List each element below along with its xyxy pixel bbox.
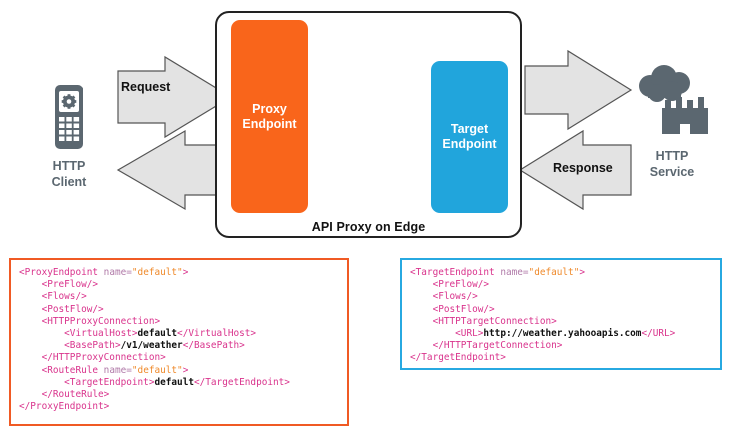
http-service-label-line2: Service	[649, 165, 695, 179]
code-token-tag: >	[182, 267, 189, 278]
code-token-plain	[19, 377, 64, 388]
code-token-plain	[19, 316, 42, 327]
code-token-tag: <ProxyEndpoint	[19, 267, 104, 278]
code-token-tag: <HTTPTargetConnection>	[432, 315, 557, 327]
code-token-txt: /v1/weather	[120, 340, 183, 352]
code-token-tag: <HTTPProxyConnection>	[41, 315, 161, 327]
code-token-plain	[410, 279, 433, 290]
code-token-tag: </TargetEndpoint>	[410, 352, 506, 364]
arrow-target-to-service-request	[524, 49, 633, 131]
code-token-plain	[410, 328, 455, 339]
http-client-label-line2: Client	[51, 175, 87, 189]
code-token-tag: <Flows/>	[432, 291, 478, 303]
code-token-tag: <TargetEndpoint	[410, 267, 501, 278]
code-token-tag: </URL>	[641, 328, 676, 340]
code-token-tag: <PreFlow/>	[41, 279, 99, 291]
proxy-endpoint-box[interactable]: Proxy Endpoint	[231, 20, 308, 213]
code-line: <ProxyEndpoint name="default">	[19, 267, 347, 279]
code-token-tag: </HTTPProxyConnection>	[41, 352, 166, 364]
http-client-label-line1: HTTP	[52, 159, 86, 173]
code-token-txt: default	[154, 376, 194, 388]
arrow-response-service-to-target	[518, 129, 632, 211]
code-token-tag: >	[579, 267, 586, 278]
cloud-factory-icon	[639, 65, 708, 134]
code-line: <HTTPTargetConnection>	[410, 316, 720, 328]
code-line: </HTTPProxyConnection>	[19, 352, 347, 364]
code-token-plain	[410, 304, 433, 315]
code-line: <Flows/>	[19, 291, 347, 303]
code-token-val: "default"	[131, 364, 183, 376]
code-token-plain	[19, 389, 42, 400]
proxy-endpoint-label-line2: Endpoint	[242, 116, 297, 131]
code-token-txt: http://weather.yahooapis.com	[483, 328, 642, 340]
code-token-tag: <Flows/>	[41, 291, 87, 303]
code-line: </ProxyEndpoint>	[19, 401, 347, 413]
code-token-val: "default"	[131, 267, 183, 278]
code-token-tag: </TargetEndpoint>	[193, 376, 290, 388]
code-line: <TargetEndpoint name="default">	[410, 267, 720, 279]
code-token-plain	[410, 340, 433, 351]
code-token-tag: <PostFlow/>	[432, 303, 495, 315]
code-token-plain	[19, 340, 64, 351]
code-token-tag: <BasePath>	[64, 340, 121, 352]
code-token-tag: <RouteRule	[41, 364, 104, 376]
code-token-tag: <TargetEndpoint>	[64, 376, 155, 388]
code-line: <Flows/>	[410, 291, 720, 303]
target-endpoint-label-line2: Endpoint	[442, 137, 497, 151]
code-line: </RouteRule>	[19, 389, 347, 401]
api-proxy-boundary-label: API Proxy on Edge	[311, 220, 426, 234]
code-line: <PreFlow/>	[410, 279, 720, 291]
code-token-tag: </HTTPTargetConnection>	[432, 340, 563, 352]
code-token-plain	[19, 304, 42, 315]
code-token-plain	[19, 352, 42, 363]
code-token-attr: name=	[103, 267, 132, 278]
target-endpoint-xml-code-block[interactable]: <TargetEndpoint name="default"> <PreFlow…	[400, 258, 722, 370]
code-line: <VirtualHost>default</VirtualHost>	[19, 328, 347, 340]
code-token-tag: <VirtualHost>	[64, 328, 138, 340]
code-line: </HTTPTargetConnection>	[410, 340, 720, 352]
code-token-tag: <URL>	[455, 328, 484, 340]
http-client-node: HTTP Client	[25, 84, 113, 190]
code-line: <PreFlow/>	[19, 279, 347, 291]
mobile-phone-gear-icon	[55, 85, 83, 149]
code-token-plain	[410, 291, 433, 302]
code-token-plain	[19, 365, 42, 376]
code-token-attr: name=	[500, 267, 529, 278]
code-token-txt: default	[137, 328, 178, 340]
code-token-plain	[19, 279, 42, 290]
code-token-val: "default"	[528, 267, 580, 278]
code-line: <RouteRule name="default">	[19, 365, 347, 377]
code-token-tag: <PreFlow/>	[432, 279, 490, 291]
code-token-plain	[19, 291, 42, 302]
code-token-tag: </ProxyEndpoint>	[19, 401, 110, 413]
code-line: </TargetEndpoint>	[410, 352, 720, 364]
code-token-tag: </BasePath>	[182, 340, 245, 352]
http-service-label: HTTP Service	[620, 148, 724, 180]
proxy-endpoint-xml-code-block[interactable]: <ProxyEndpoint name="default"> <PreFlow/…	[9, 258, 349, 426]
code-token-tag: >	[182, 364, 189, 376]
code-token-tag: <PostFlow/>	[41, 303, 104, 315]
code-token-tag: </RouteRule>	[41, 389, 110, 401]
code-line: <URL>http://weather.yahooapis.com</URL>	[410, 328, 720, 340]
proxy-endpoint-label-line1: Proxy	[252, 101, 287, 116]
code-line: <BasePath>/v1/weather</BasePath>	[19, 340, 347, 352]
http-client-label: HTTP Client	[25, 158, 113, 190]
target-endpoint-label-line1: Target	[450, 122, 489, 136]
code-token-plain	[410, 316, 433, 327]
response-label: Response	[553, 161, 613, 175]
code-line: <PostFlow/>	[410, 304, 720, 316]
code-token-tag: </VirtualHost>	[177, 328, 257, 340]
code-token-plain	[19, 328, 64, 339]
code-line: <PostFlow/>	[19, 304, 347, 316]
http-service-node: HTTP Service	[620, 64, 724, 180]
code-token-attr: name=	[103, 364, 132, 376]
code-line: <TargetEndpoint>default</TargetEndpoint>	[19, 377, 347, 389]
code-line: <HTTPProxyConnection>	[19, 316, 347, 328]
arrow-request-client-to-proxy	[117, 55, 233, 139]
request-label: Request	[121, 80, 171, 94]
target-endpoint-box[interactable]: Target Endpoint	[431, 61, 508, 213]
http-service-label-line1: HTTP	[655, 149, 689, 163]
